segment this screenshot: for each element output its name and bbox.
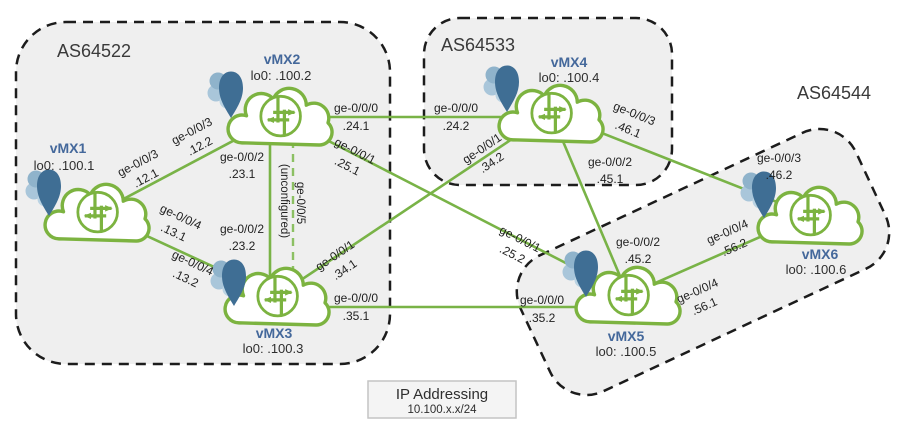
- vmx2-loopback-label: lo0: .100.2: [251, 68, 312, 83]
- link-label-45-b: ge-0/0/2 .45.2: [616, 235, 660, 266]
- vmx5-name-label: vMX5: [608, 328, 645, 344]
- vmx1-name-label: vMX1: [50, 140, 87, 156]
- link-label-24-a: ge-0/0/0 .24.1: [334, 101, 378, 133]
- unconfigured-link-labels: (unconfigured) ge-0/0/5: [278, 164, 306, 238]
- iface-label: ge-0/0/0: [334, 291, 378, 305]
- link-label-35-a: ge-0/0/0 .35.1: [334, 291, 378, 323]
- ip-label: .24.1: [343, 119, 370, 133]
- link-label-24-b: ge-0/0/0 .24.2: [434, 101, 478, 133]
- as64533-label: AS64533: [441, 35, 515, 55]
- ip-label: .45.2: [625, 252, 652, 266]
- link-label-46-b: ge-0/0/3 .46.2: [757, 151, 801, 182]
- unconfigured-note-label: (unconfigured): [278, 164, 290, 238]
- vmx6-loopback-label: lo0: .100.6: [786, 262, 847, 277]
- iface-label: ge-0/0/2: [588, 155, 632, 169]
- iface-label: ge-0/0/2: [616, 235, 660, 249]
- link-label-45-a: ge-0/0/2 .45.1: [588, 155, 632, 186]
- ip-label: .35.2: [529, 311, 556, 325]
- legend-box: [367, 380, 517, 419]
- ip-label: .45.1: [597, 172, 624, 186]
- link-vmx3-vmx4: [276, 111, 552, 298]
- vmx2-name-label: vMX2: [264, 51, 301, 67]
- link-vmx4-vmx5: [549, 112, 630, 296]
- vmx6-name-label: vMX6: [802, 246, 839, 262]
- legend-title: IP Addressing: [396, 386, 488, 403]
- legend-subnet: 10.100.x.x/24: [407, 404, 477, 416]
- node-labels: vMX1 lo0: .100.1 vMX2 lo0: .100.2 vMX3 l…: [34, 51, 847, 359]
- iface-label: ge-0/0/2: [220, 150, 264, 164]
- vmx4-name-label: vMX4: [551, 54, 588, 70]
- ip-label: .24.2: [443, 119, 470, 133]
- link-label-23-b: ge-0/0/2 .23.2: [220, 222, 264, 253]
- vmx3-name-label: vMX3: [256, 325, 293, 341]
- ip-label: .35.1: [343, 309, 370, 323]
- vmx4-loopback-label: lo0: .100.4: [539, 70, 600, 85]
- iface-label: ge-0/0/0: [334, 101, 378, 115]
- as64544-label: AS64544: [797, 83, 871, 103]
- as64522-label: AS64522: [57, 41, 131, 61]
- ip-label: .46.2: [766, 168, 793, 182]
- ip-label: .23.2: [229, 239, 256, 253]
- iface-label: ge-0/0/3: [757, 151, 801, 165]
- unconfigured-iface-label: ge-0/0/5: [294, 182, 306, 224]
- vmx3-loopback-label: lo0: .100.3: [243, 341, 304, 356]
- iface-label: ge-0/0/0: [434, 101, 478, 115]
- iface-label: ge-0/0/2: [220, 222, 264, 236]
- ip-label: .23.1: [229, 167, 256, 181]
- vmx5-loopback-label: lo0: .100.5: [596, 344, 657, 359]
- ip-addressing-legend: IP Addressing 10.100.x.x/24: [367, 380, 517, 419]
- vmx1-loopback-label: lo0: .100.1: [34, 158, 95, 173]
- link-label-23-a: ge-0/0/2 .23.1: [220, 150, 264, 181]
- link-label-35-b: ge-0/0/0 .35.2: [520, 293, 564, 325]
- iface-label: ge-0/0/0: [520, 293, 564, 307]
